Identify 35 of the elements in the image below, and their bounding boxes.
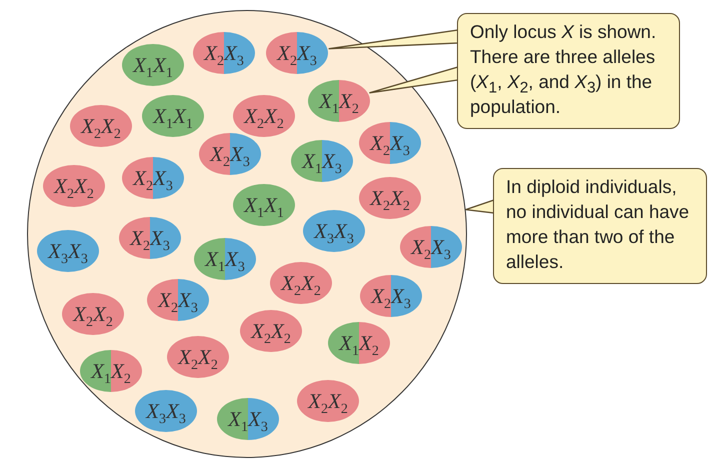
callout-box: In diploid individuals, no individual can have more than two of the alleles. — [493, 168, 707, 284]
individual-ellipse: X$_{1}$X$_{2}$ — [80, 350, 142, 392]
individual-ellipse: X$_{2}$X$_{2}$ — [297, 380, 359, 422]
individual-ellipse: X$_{2}$X$_{3}$ — [119, 217, 181, 259]
individual-ellipse: X$_{2}$X$_{2}$ — [167, 336, 229, 378]
individual-ellipse: X$_{2}$X$_{3}$ — [193, 32, 255, 74]
individual-ellipse: X$_{2}$X$_{3}$ — [122, 157, 184, 199]
individual-ellipse: X$_{1}$X$_{3}$ — [291, 140, 353, 182]
callout-pointer — [465, 199, 495, 214]
individual-ellipse: X$_{1}$X$_{2}$ — [308, 80, 370, 122]
individual-ellipse: X$_{1}$X$_{1}$ — [142, 95, 204, 137]
callout-pointer — [368, 66, 459, 94]
callout-box: Only locus X is shown. There are three alleles (X$_{1}$, X$_{2}$, and X$_{3}$) in the population. — [457, 13, 680, 129]
individual-ellipse: X$_{2}$X$_{2}$ — [233, 95, 295, 137]
individual-ellipse: X$_{2}$X$_{3}$ — [359, 122, 421, 164]
individual-ellipse: X$_{1}$X$_{3}$ — [217, 398, 279, 440]
callout-pointer — [328, 29, 459, 50]
individual-ellipse: X$_{2}$X$_{2}$ — [70, 105, 132, 147]
individual-ellipse: X$_{2}$X$_{2}$ — [43, 165, 105, 207]
individual-ellipse: X$_{3}$X$_{3}$ — [303, 210, 365, 252]
individual-ellipse: X$_{2}$X$_{3}$ — [199, 133, 261, 175]
individual-ellipse: X$_{1}$X$_{2}$ — [328, 322, 390, 364]
individual-ellipse: X$_{3}$X$_{3}$ — [37, 230, 99, 272]
individual-ellipse: X$_{2}$X$_{3}$ — [266, 32, 328, 74]
individual-ellipse: X$_{1}$X$_{1}$ — [233, 184, 295, 226]
individual-ellipse: X$_{2}$X$_{2}$ — [270, 262, 332, 304]
individual-ellipse: X$_{1}$X$_{3}$ — [194, 238, 256, 280]
individual-ellipse: X$_{2}$X$_{2}$ — [240, 310, 302, 352]
individual-ellipse: X$_{2}$X$_{2}$ — [359, 177, 421, 219]
individual-ellipse: X$_{3}$X$_{3}$ — [135, 390, 197, 432]
individual-ellipse: X$_{2}$X$_{3}$ — [360, 275, 422, 317]
individual-ellipse: X$_{2}$X$_{2}$ — [62, 293, 124, 335]
individual-ellipse: X$_{2}$X$_{3}$ — [147, 279, 209, 321]
individual-ellipse: X$_{1}$X$_{1}$ — [122, 44, 184, 86]
individual-ellipse: X$_{2}$X$_{3}$ — [400, 226, 462, 268]
